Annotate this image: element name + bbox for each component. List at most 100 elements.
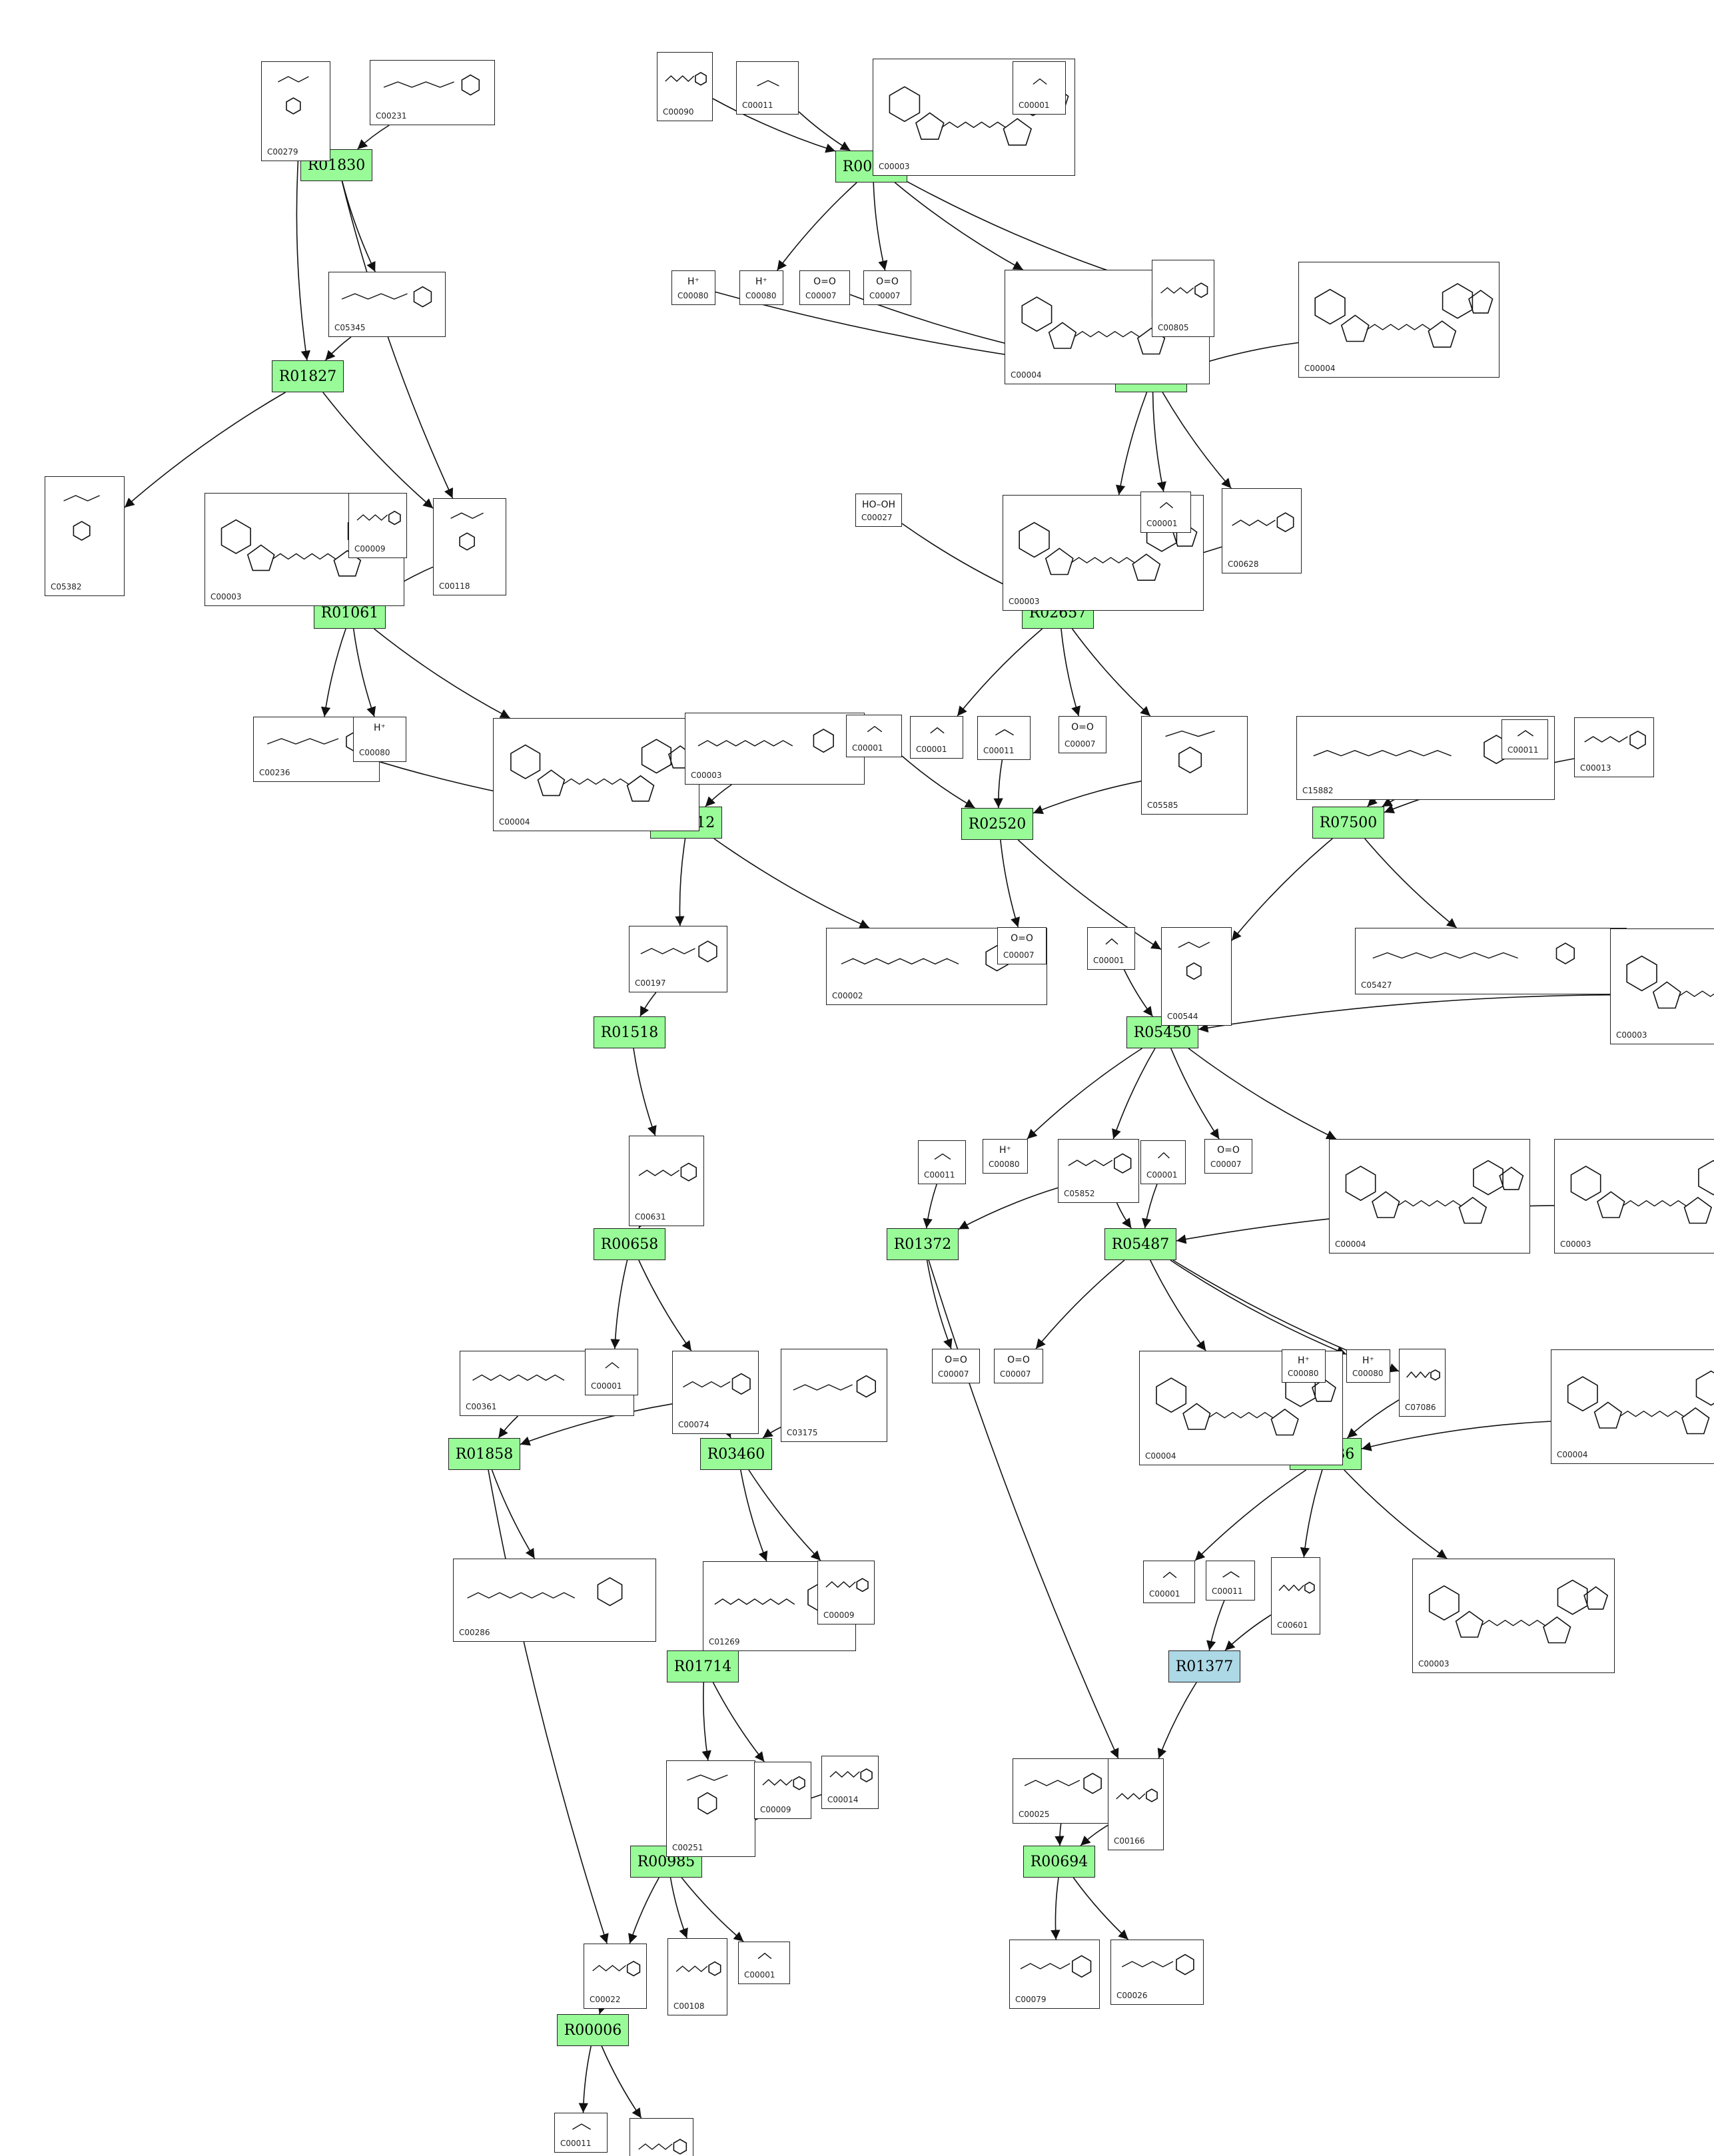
compound-node-c00014[interactable]: C00014 [821, 1756, 879, 1809]
compound-node-c00166[interactable]: C00166 [1108, 1758, 1164, 1850]
compound-node-c05427[interactable]: C05427 [1355, 928, 1627, 994]
compound-node-c00108[interactable]: C00108 [667, 1938, 727, 2015]
reaction-node-r03460[interactable]: R03460 [700, 1438, 772, 1470]
structure-drawing [934, 1153, 951, 1160]
compound-node-c00080[interactable]: H⁺C00080 [1346, 1349, 1390, 1383]
compound-node-c00001[interactable]: C00001 [1013, 61, 1066, 115]
compound-node-c00631[interactable]: C00631 [629, 1136, 704, 1226]
compound-id-label: C05585 [1147, 801, 1178, 810]
compound-node-c00003[interactable]: C00003 [1412, 1559, 1615, 1673]
compound-node-c00009[interactable]: C00009 [348, 493, 407, 558]
compound-node-c05852[interactable]: C05852 [1058, 1139, 1139, 1203]
compound-node-c00004[interactable]: C00004 [493, 718, 699, 831]
compound-id-label: C00279 [267, 147, 298, 157]
compound-node-c00805[interactable]: C00805 [1152, 260, 1214, 337]
compound-node-c00601[interactable]: C00601 [1271, 1557, 1320, 1634]
compound-node-c00001[interactable]: C00001 [1140, 492, 1191, 533]
compound-node-c00025[interactable]: C00025 [1013, 1758, 1112, 1824]
compound-node-c00001[interactable]: C00001 [846, 715, 902, 757]
compound-node-c00011[interactable]: C00011 [977, 716, 1031, 760]
compound-id-label: C00080 [1352, 1369, 1384, 1378]
compound-node-c00011[interactable]: C00011 [1206, 1561, 1255, 1601]
compound-node-c00011[interactable]: C00011 [554, 2113, 608, 2153]
compound-node-c07086[interactable]: C07086 [1399, 1349, 1446, 1417]
reaction-node-r00006[interactable]: R00006 [557, 2014, 629, 2046]
edge-c4f-to-R02536 [1361, 1421, 1551, 1451]
edge-c11f-to-R01377 [1206, 1600, 1225, 1651]
compound-node-c00003[interactable]: C00003 [685, 713, 865, 785]
compound-node-c00026[interactable]: C00026 [1110, 1940, 1204, 2005]
compound-node-c00009[interactable]: C00009 [817, 1561, 875, 1624]
compound-node-c00080[interactable]: H⁺C00080 [983, 1139, 1028, 1174]
compound-node-c00118[interactable]: C00118 [433, 498, 506, 595]
compound-node-c00022[interactable]: C00022 [584, 1944, 647, 2009]
edge-R02520-to-c544 [1017, 839, 1162, 950]
reaction-node-r02520[interactable]: R02520 [961, 808, 1033, 840]
compound-node-c00001[interactable]: C00001 [1140, 1140, 1186, 1184]
compound-node-c00004[interactable]: C00004 [1329, 1139, 1530, 1254]
reaction-node-r05487[interactable]: R05487 [1104, 1228, 1176, 1260]
compound-node-c00001[interactable]: C00001 [1087, 927, 1135, 970]
structure-drawing [1159, 502, 1174, 509]
compound-node-c00013[interactable]: C00013 [1574, 717, 1654, 777]
reaction-node-r00694[interactable]: R00694 [1023, 1846, 1095, 1878]
compound-node-c00004[interactable]: C00004 [1551, 1349, 1714, 1464]
reaction-node-r01372[interactable]: R01372 [887, 1228, 959, 1260]
compound-node-c00079[interactable]: C00079 [1009, 1940, 1100, 2009]
compound-id-label: C00004 [1335, 1240, 1366, 1249]
compound-node-c00080[interactable]: H⁺C00080 [1282, 1349, 1326, 1383]
reaction-node-r07500[interactable]: R07500 [1312, 807, 1384, 839]
compound-node-c03175[interactable]: C03175 [781, 1349, 887, 1442]
compound-node-c00003[interactable]: C00003 [1610, 928, 1714, 1044]
compound-id-label: C00007 [805, 291, 837, 300]
compound-node-c00231[interactable]: C00231 [370, 60, 495, 125]
compound-node-c05382[interactable]: C05382 [45, 476, 125, 596]
compound-node-c00003[interactable]: C00003 [1554, 1139, 1714, 1254]
compound-node-c00011[interactable]: C00011 [1501, 719, 1548, 759]
reaction-node-r01377[interactable]: R01377 [1168, 1650, 1240, 1682]
compound-node-c00074[interactable]: C00074 [672, 1351, 759, 1434]
compound-node-c00090[interactable]: C00090 [657, 52, 713, 121]
compound-node-c00197[interactable]: C00197 [629, 926, 727, 992]
reaction-node-r01714[interactable]: R01714 [667, 1650, 739, 1682]
compound-id-label: C00001 [1093, 956, 1124, 965]
compound-node-c00011[interactable]: C00011 [918, 1140, 966, 1184]
compound-node-c00628[interactable]: C00628 [1222, 488, 1302, 573]
compound-node-c00004[interactable]: C00004 [1298, 262, 1500, 378]
reaction-node-r01827[interactable]: R01827 [272, 360, 344, 392]
compound-node-c00544[interactable]: C00544 [1161, 927, 1232, 1026]
compound-node-c00080[interactable]: H⁺C00080 [671, 270, 715, 305]
compound-node-c00080[interactable]: H⁺C00080 [353, 717, 406, 762]
compound-node-c00080[interactable]: H⁺C00080 [739, 270, 783, 305]
compound-node-c00001[interactable]: C00001 [910, 716, 963, 759]
compound-formula: H⁺ [374, 723, 386, 733]
compound-node-c05345[interactable]: C05345 [328, 272, 446, 337]
compound-id-label: C00001 [916, 745, 947, 754]
compound-formula: H⁺ [687, 276, 699, 287]
edge-R01827-to-c118 [322, 392, 434, 509]
reaction-node-r01858[interactable]: R01858 [448, 1438, 520, 1470]
compound-node-c00286[interactable]: C00286 [453, 1559, 656, 1642]
compound-node-c00009[interactable]: C00009 [754, 1762, 811, 1819]
edge-c25-to-R00694 [1055, 1823, 1065, 1846]
compound-node-c00011[interactable]: C00011 [736, 61, 799, 115]
compound-node-c05585[interactable]: C05585 [1141, 716, 1248, 815]
edge-R05487-to-c80f [1170, 1259, 1347, 1355]
reaction-node-r00658[interactable]: R00658 [594, 1228, 665, 1260]
compound-node-c00001[interactable]: C00001 [585, 1349, 638, 1395]
compound-node-c00900[interactable]: C00900 [630, 2118, 693, 2156]
compound-node-c00001[interactable]: C00001 [1143, 1561, 1195, 1603]
compound-node-c00251[interactable]: C00251 [666, 1760, 755, 1857]
reaction-node-r01518[interactable]: R01518 [594, 1016, 665, 1048]
edge-R05450-to-c7e [1170, 1048, 1220, 1140]
compound-node-c00279[interactable]: C00279 [261, 61, 330, 161]
compound-node-c00001[interactable]: C00001 [738, 1942, 790, 1984]
